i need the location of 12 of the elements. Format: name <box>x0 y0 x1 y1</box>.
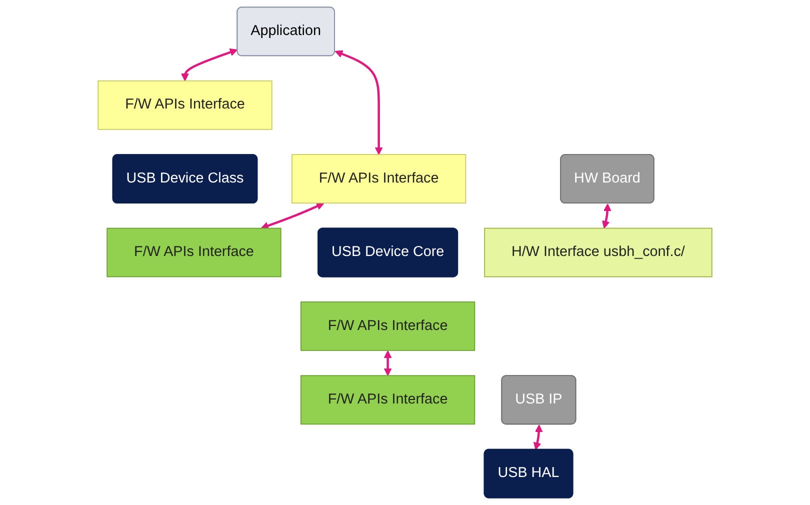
arrow <box>533 424 543 450</box>
node-box: H/W Interface usbh_conf.c/ <box>484 228 712 278</box>
node-box: F/W APIs Interface <box>300 375 476 425</box>
arrow <box>334 50 383 155</box>
node-box: F/W APIs Interface <box>106 228 282 278</box>
node-box: F/W APIs Interface <box>98 80 272 130</box>
arrow <box>384 350 392 376</box>
arrow <box>602 204 612 229</box>
arrow <box>260 202 324 230</box>
arrow <box>181 48 238 82</box>
node-box: F/W APIs Interface <box>300 301 476 351</box>
node-box: F/W APIs Interface <box>291 154 466 204</box>
